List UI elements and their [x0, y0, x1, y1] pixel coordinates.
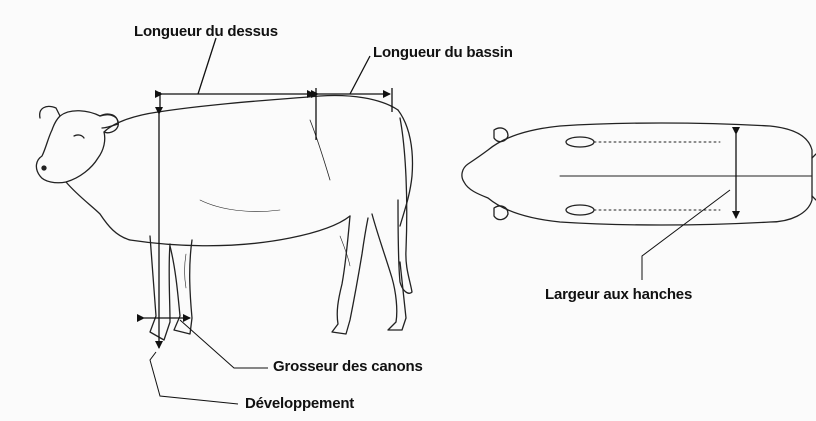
cow-top-view [462, 123, 816, 225]
label-longueur-dessus: Longueur du dessus [134, 23, 278, 40]
dessus-leader-line [198, 38, 216, 94]
dessus-extension-lines [160, 88, 316, 140]
bassin-leader-line [350, 56, 370, 94]
label-largeur-hanches: Largeur aux hanches [545, 286, 692, 303]
measurement-lines [144, 38, 736, 404]
label-grosseur-canons: Grosseur des canons [273, 358, 423, 375]
hanches-leader-line [642, 190, 730, 280]
cow-side-view [36, 96, 412, 340]
canons-leader-line [180, 320, 268, 368]
label-developpement: Développement [245, 395, 354, 412]
label-longueur-bassin: Longueur du bassin [373, 44, 513, 61]
